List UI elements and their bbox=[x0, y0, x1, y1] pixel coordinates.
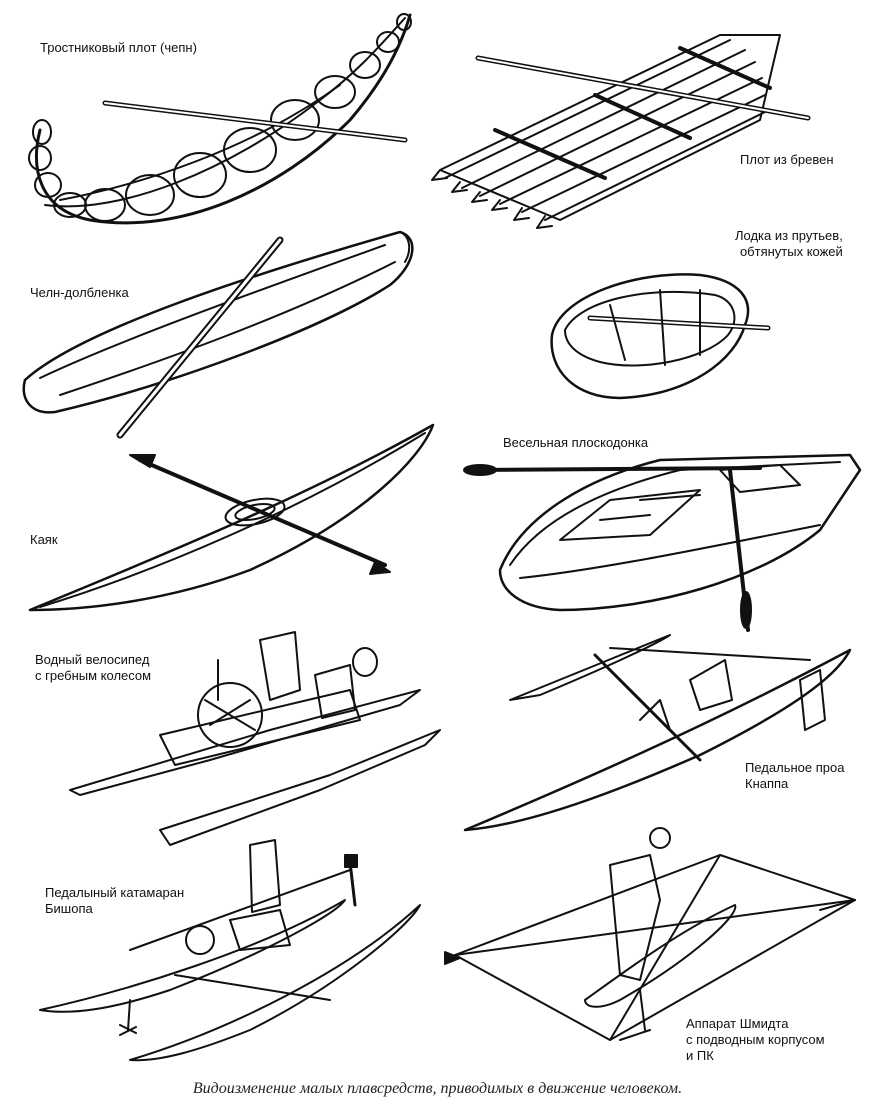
dugout-drawing bbox=[24, 232, 413, 435]
knapp-proa-drawing bbox=[465, 635, 850, 830]
label-line: обтянутых кожей bbox=[739, 244, 843, 259]
label-line: Челн-долбленка bbox=[30, 285, 129, 300]
kayak-drawing bbox=[30, 425, 433, 610]
label-paddle-wheel-bike: Водный велосипед с гребным колесом bbox=[35, 652, 151, 684]
rowing-punt-drawing bbox=[464, 455, 860, 630]
label-line: с гребным колесом bbox=[35, 668, 152, 683]
label-line: Лодка из прутьев, bbox=[735, 228, 843, 243]
label-log-raft: Плот из бревен bbox=[740, 152, 834, 168]
label-kayak: Каяк bbox=[30, 532, 58, 548]
label-bishop-catamaran: Педалыный катамаран Бишопа bbox=[45, 885, 184, 917]
label-dugout: Челн-долбленка bbox=[30, 285, 129, 301]
label-line: Водный велосипед bbox=[35, 652, 150, 667]
reed-raft-drawing bbox=[29, 14, 411, 223]
log-raft-drawing bbox=[432, 35, 808, 228]
label-line: Тростниковый плот (чепн) bbox=[40, 40, 197, 55]
label-reed-raft: Тростниковый плот (чепн) bbox=[40, 40, 197, 56]
figure-caption: Видоизменение малых плавсредств, приводи… bbox=[192, 1080, 683, 1097]
label-line: и ПК bbox=[686, 1048, 714, 1063]
label-line: с подводным корпусом bbox=[686, 1032, 825, 1047]
schmidt-apparatus-drawing bbox=[445, 828, 855, 1040]
paddle-wheel-bike-drawing bbox=[70, 632, 440, 845]
label-line: Педалыный катамаран bbox=[45, 885, 185, 900]
label-line: Весельная плоскодонка bbox=[503, 435, 649, 450]
label-line: Аппарат Шмидта bbox=[686, 1016, 789, 1031]
label-line: Кнаппа bbox=[745, 776, 789, 791]
label-line: Бишопа bbox=[45, 901, 93, 916]
label-line: Каяк bbox=[30, 532, 58, 547]
label-coracle: Лодка из прутьев, обтянутых кожей bbox=[735, 228, 843, 260]
label-rowing-punt: Весельная плоскодонка bbox=[503, 435, 648, 451]
label-schmidt-apparatus: Аппарат Шмидта с подводным корпусом и ПК bbox=[686, 1016, 825, 1064]
bishop-catamaran-drawing bbox=[40, 840, 420, 1060]
label-line: Педальное проа bbox=[745, 760, 845, 775]
coracle-drawing bbox=[552, 274, 768, 398]
label-line: Плот из бревен bbox=[740, 152, 834, 167]
label-knapp-proa: Педальное проа Кнаппа bbox=[745, 760, 844, 792]
